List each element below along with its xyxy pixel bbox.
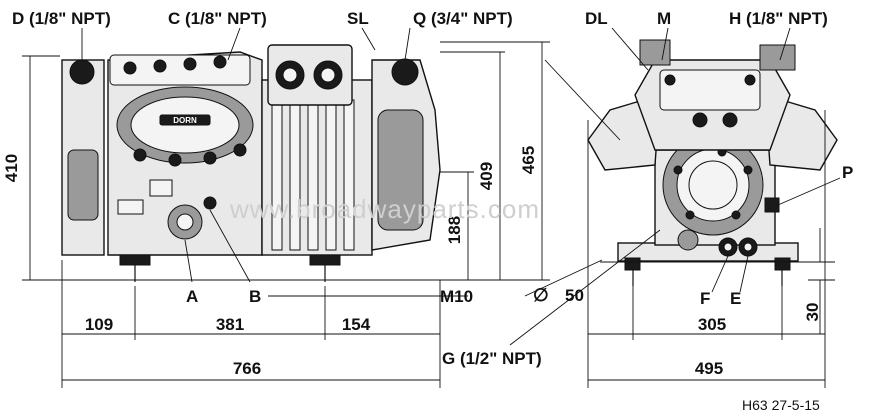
dim-30: 30 [803,303,822,322]
label-d-fitting: D (1/8" NPT) [12,9,111,28]
label-f: F [700,289,710,308]
dim-409: 409 [477,162,496,190]
side-view-dimension-lines [22,27,550,388]
brand-plate: DORN [173,116,197,125]
motor-fins [271,94,355,251]
dim-305: 305 [698,315,726,334]
label-g-fitting: G (1/2" NPT) [442,349,542,368]
label-m: M [657,9,671,28]
watermark: www.broadwayparts.com [229,194,540,224]
dim-188: 188 [445,216,464,244]
dim-495: 495 [695,359,723,378]
dim-109: 109 [85,315,113,334]
dim-766: 766 [233,359,261,378]
label-p: P [842,163,853,182]
label-dl: DL [585,9,608,28]
label-q-fitting: Q (3/4" NPT) [413,9,513,28]
dim-410: 410 [2,154,21,182]
label-c-fitting: C (1/8" NPT) [168,9,267,28]
front-view [587,39,838,286]
dimension-values: 410 465 409 188 109 381 154 766 ∅ 50 305… [2,146,822,378]
side-view: DORN [61,44,441,282]
dim-50: 50 [565,286,584,305]
diameter-symbol: ∅ [533,285,549,305]
label-sl: SL [347,9,369,28]
callout-labels: D (1/8" NPT) C (1/8" NPT) SL Q (3/4" NPT… [12,9,853,368]
label-h-fitting: H (1/8" NPT) [729,9,828,28]
label-e: E [730,289,741,308]
dim-154: 154 [342,315,371,334]
front-view-dimension-lines [509,27,841,388]
label-a: A [186,287,198,306]
label-m10: M10 [440,287,473,306]
drawing-number: H63 27-5-15 [742,397,820,413]
dim-381: 381 [216,315,244,334]
label-b: B [249,287,261,306]
dim-465: 465 [519,146,538,174]
